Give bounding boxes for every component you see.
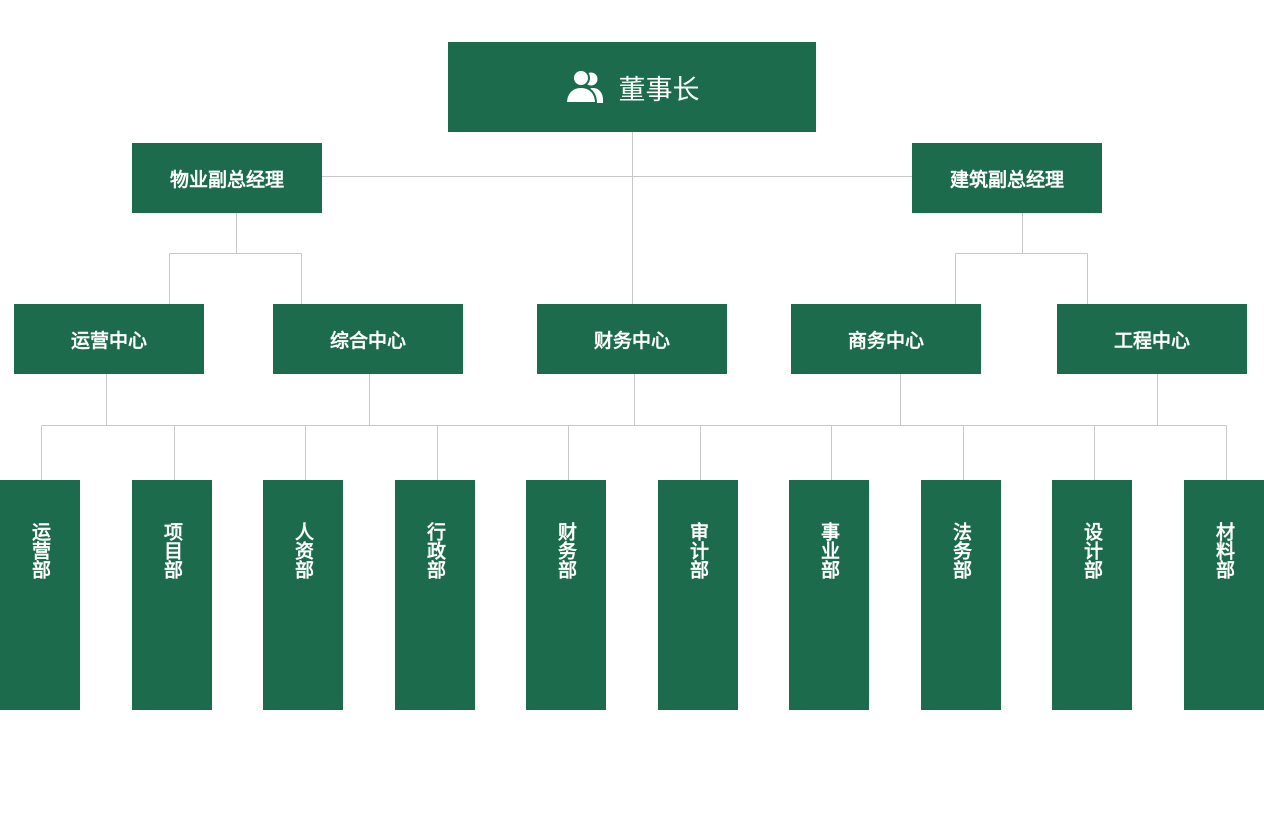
center-business: 商务中心 bbox=[791, 304, 981, 374]
department-label: 项目部 bbox=[161, 522, 183, 579]
center-finance: 财务中心 bbox=[537, 304, 727, 374]
department-label: 行政部 bbox=[424, 522, 446, 579]
department-label: 事业部 bbox=[818, 522, 840, 579]
department-label: 材料部 bbox=[1213, 522, 1235, 579]
center-label: 商务中心 bbox=[847, 329, 924, 352]
vice-manager-label: 建筑副总经理 bbox=[949, 168, 1064, 191]
department-label: 财务部 bbox=[555, 522, 577, 579]
department-label: 人资部 bbox=[292, 522, 314, 579]
department-box-5: 财务部 bbox=[526, 480, 606, 710]
department-box-9: 设计部 bbox=[1052, 480, 1132, 710]
chairman-box: 董事长 bbox=[448, 42, 816, 132]
department-box-3: 人资部 bbox=[263, 480, 343, 710]
department-box-10: 材料部 bbox=[1184, 480, 1264, 710]
center-label: 财务中心 bbox=[593, 329, 670, 352]
department-box-7: 事业部 bbox=[789, 480, 869, 710]
department-label: 设计部 bbox=[1081, 522, 1103, 579]
vice-manager-property: 物业副总经理 bbox=[132, 143, 322, 213]
center-label: 运营中心 bbox=[70, 329, 147, 352]
center-operations: 运营中心 bbox=[14, 304, 204, 374]
vice-manager-label: 物业副总经理 bbox=[169, 168, 284, 191]
users-icon bbox=[564, 69, 603, 104]
vice-manager-construction: 建筑副总经理 bbox=[912, 143, 1102, 213]
department-box-2: 项目部 bbox=[132, 480, 212, 710]
department-box-1: 运营部 bbox=[0, 480, 80, 710]
chairman-label: 董事长 bbox=[618, 74, 700, 106]
center-label: 综合中心 bbox=[329, 329, 406, 352]
department-label: 运营部 bbox=[29, 522, 51, 579]
department-label: 法务部 bbox=[950, 522, 972, 579]
center-general: 综合中心 bbox=[273, 304, 463, 374]
department-label: 审计部 bbox=[687, 522, 709, 579]
department-box-8: 法务部 bbox=[921, 480, 1001, 710]
department-box-6: 审计部 bbox=[658, 480, 738, 710]
center-engineering: 工程中心 bbox=[1057, 304, 1247, 374]
department-box-4: 行政部 bbox=[395, 480, 475, 710]
center-label: 工程中心 bbox=[1113, 329, 1190, 352]
